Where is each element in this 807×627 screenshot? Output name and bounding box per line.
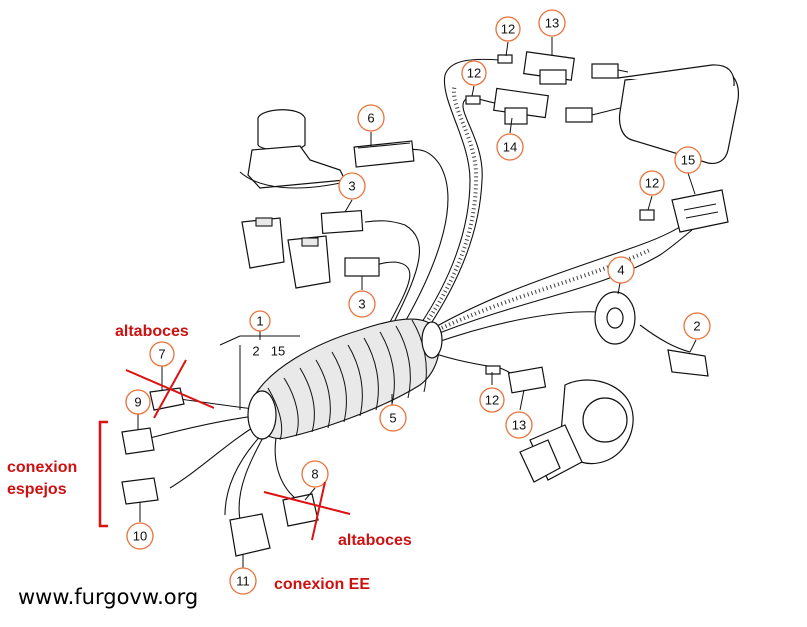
- callout-9: 9: [125, 389, 151, 415]
- svg-text:14: 14: [503, 140, 517, 155]
- callout-6: 6: [357, 104, 385, 132]
- bracket-espejos: [98, 420, 108, 528]
- callout-12-top: 12: [495, 16, 521, 42]
- switch-blocks: [241, 217, 331, 289]
- callout-13-top: 13: [538, 9, 566, 37]
- svg-text:10: 10: [133, 529, 147, 544]
- wiper-motor: [519, 379, 634, 483]
- callout-10: 10: [126, 522, 154, 550]
- svg-text:8: 8: [311, 467, 318, 482]
- label-conexion-espejos-line1: conexion: [7, 459, 77, 476]
- label-conexion-ee: conexion EE: [274, 576, 370, 593]
- callout-12-lower: 12: [479, 387, 505, 413]
- svg-text:12: 12: [467, 66, 481, 81]
- switch-knob: [239, 109, 346, 189]
- label-altaboces-bottom: altaboces: [338, 532, 412, 549]
- svg-text:15: 15: [271, 344, 285, 359]
- connector-13-bottom: [507, 366, 547, 394]
- callout-3-lower: 3: [348, 290, 376, 318]
- connectors-left: [121, 387, 319, 557]
- callout-13-lower: 13: [505, 411, 533, 439]
- svg-text:7: 7: [158, 347, 165, 362]
- callout-1: 1: [249, 310, 271, 332]
- svg-text:2: 2: [252, 344, 259, 359]
- connector-14: [493, 87, 549, 125]
- label-conexion-espejos-line2: espejos: [7, 481, 67, 498]
- connector-6: [353, 140, 415, 168]
- svg-text:11: 11: [236, 574, 250, 589]
- svg-text:1: 1: [256, 314, 263, 329]
- cross-mark-7: [125, 359, 215, 419]
- connector-3-upper: [320, 209, 364, 235]
- callout-15-harness: 15: [271, 344, 285, 359]
- label-altaboces-top: altaboces: [115, 323, 189, 340]
- callout-2-right: 2: [683, 312, 711, 340]
- svg-text:3: 3: [348, 179, 355, 194]
- callout-2-harness: 2: [252, 344, 259, 359]
- svg-text:3: 3: [358, 297, 365, 312]
- corrugated-sleeve: [247, 318, 443, 441]
- callout-3-upper: 3: [338, 172, 366, 200]
- svg-text:6: 6: [367, 111, 374, 126]
- callout-15-right: 15: [674, 146, 702, 174]
- connector-2: [667, 349, 709, 377]
- svg-text:15: 15: [681, 153, 695, 168]
- connector-15: [671, 189, 729, 233]
- callout-4: 4: [607, 256, 635, 284]
- callout-14: 14: [496, 133, 524, 161]
- svg-text:9: 9: [134, 395, 141, 410]
- svg-text:4: 4: [617, 263, 624, 278]
- svg-text:12: 12: [485, 393, 499, 408]
- svg-text:13: 13: [512, 418, 526, 433]
- svg-text:13: 13: [545, 16, 559, 31]
- callout-5: 5: [379, 404, 407, 432]
- callout-11: 11: [229, 567, 257, 595]
- cross-mark-8: [263, 481, 351, 541]
- svg-text:12: 12: [645, 176, 659, 191]
- grommet-4: [594, 291, 636, 345]
- plug-12-items: [465, 54, 655, 375]
- svg-text:5: 5: [389, 411, 396, 426]
- callout-12-right: 12: [639, 170, 665, 196]
- callout-7: 7: [149, 341, 175, 367]
- connector-13-top: [523, 51, 575, 85]
- svg-text:12: 12: [501, 22, 515, 37]
- connector-3-lower: [344, 257, 380, 277]
- watermark-url: www.furgovw.org: [18, 585, 198, 609]
- callout-12-mid: 12: [461, 60, 487, 86]
- connector-pair-right: [565, 63, 629, 123]
- leader-lines: [137, 37, 697, 568]
- instrument-panel-unit: [617, 64, 740, 165]
- callout-8: 8: [301, 460, 329, 488]
- svg-text:2: 2: [693, 319, 700, 334]
